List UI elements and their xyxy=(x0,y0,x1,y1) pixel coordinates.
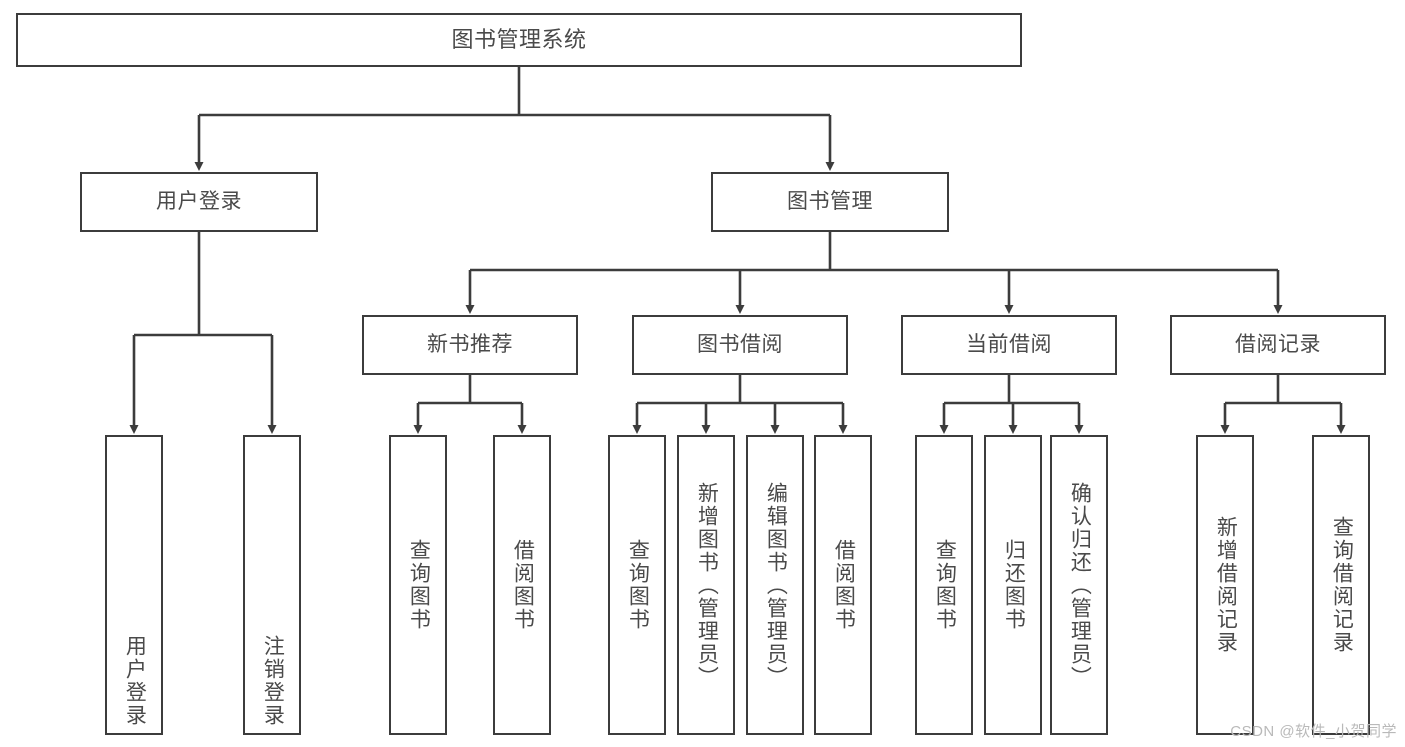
node-book-management[interactable]: 图书管理 xyxy=(711,172,949,232)
leaf-current-confirm-return-admin[interactable]: 确认归还（管理员） xyxy=(1050,435,1108,735)
node-new-book-recommend[interactable]: 新书推荐 xyxy=(362,315,578,375)
leaf-borrow-borrow-book[interactable]: 借阅图书 xyxy=(814,435,872,735)
leaf-record-query-record[interactable]: 查询借阅记录 xyxy=(1312,435,1370,735)
leaf-borrow-edit-book-admin[interactable]: 编辑图书（管理员） xyxy=(746,435,804,735)
node-current-borrow[interactable]: 当前借阅 xyxy=(901,315,1117,375)
leaf-user-login-login[interactable]: 用户登录 xyxy=(105,435,163,735)
leaf-recommend-borrow-book[interactable]: 借阅图书 xyxy=(493,435,551,735)
leaf-current-return-book[interactable]: 归还图书 xyxy=(984,435,1042,735)
node-book-borrow[interactable]: 图书借阅 xyxy=(632,315,848,375)
watermark: CSDN @软件_小贺同学 xyxy=(1230,723,1397,740)
leaf-user-login-logout[interactable]: 注销登录 xyxy=(243,435,301,735)
node-root[interactable]: 图书管理系统 xyxy=(16,13,1022,67)
leaf-current-query-book[interactable]: 查询图书 xyxy=(915,435,973,735)
node-borrow-record[interactable]: 借阅记录 xyxy=(1170,315,1386,375)
node-user-login[interactable]: 用户登录 xyxy=(80,172,318,232)
leaf-borrow-query-book[interactable]: 查询图书 xyxy=(608,435,666,735)
leaf-record-add-record[interactable]: 新增借阅记录 xyxy=(1196,435,1254,735)
leaf-borrow-add-book-admin[interactable]: 新增图书（管理员） xyxy=(677,435,735,735)
leaf-recommend-query-book[interactable]: 查询图书 xyxy=(389,435,447,735)
